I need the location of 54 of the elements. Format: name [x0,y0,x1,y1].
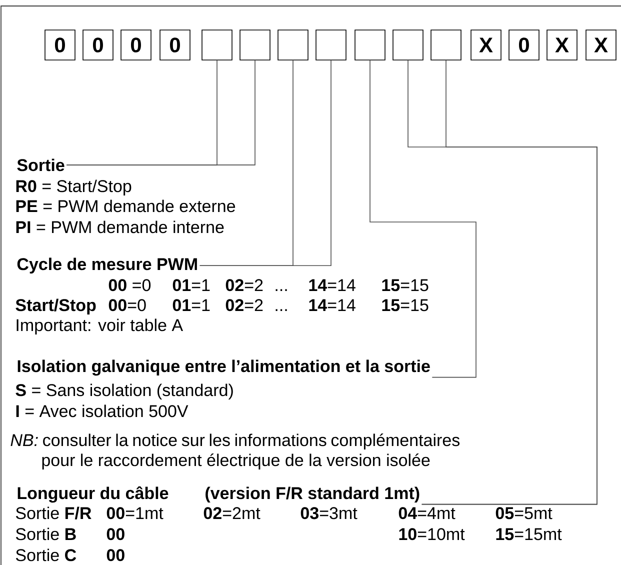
label-text: 15=15mt [496,528,562,540]
label-text: 14=14 [309,299,356,311]
section-heading: Sortie [17,158,64,172]
label-text: Sortie C [16,548,76,562]
code-box: 0 [508,30,540,60]
label-text: 02=2mt [204,507,260,520]
label-text: PE = PWM demande externe [16,200,236,212]
label-text: 04=4mt [398,507,456,520]
label-text: R0 = Start/Stop [16,180,132,196]
empty-box [240,30,270,60]
code-box: 0 [82,30,114,60]
label-text: 01=1 [172,279,210,292]
code-box: X [546,30,578,60]
label-text: PI = PWM demande interne [16,220,224,234]
empty-box [278,30,308,60]
code-box: 0 [120,30,152,60]
note-text: NB: consulter la notice sur les informations complémentaires pour le raccordement électrique de la version isolée [10,434,460,470]
label-text: 00 [106,528,124,540]
label-text: S = Sans isolation (standard) [16,384,233,400]
label-text: Start/Stop [16,298,96,315]
empty-box [202,30,232,60]
leader-line [370,60,476,378]
section-heading: Cycle de mesure PWM [17,258,197,274]
label-text: ... [276,289,287,291]
label-text: Sortie F/R [16,506,92,520]
code-box: 0 [160,30,190,60]
leader-line [66,60,256,166]
label-text: 15=15 [382,279,428,292]
label-text: 15=15 [382,299,428,312]
empty-box [316,30,346,60]
code-box: 0 [44,30,76,60]
section-heading: Isolation galvanique entre l’alimentation et la sortie [18,360,430,376]
label-text: Important: voir table A [16,318,184,335]
empty-box [430,30,462,60]
label-text: 02=2 [226,299,263,312]
code-box: X [586,30,616,60]
label-text: 02=2 [226,279,263,292]
label-text: 03=3mt [300,507,358,520]
section-heading: Longueur du câble (version F/R standard 1mt) [18,486,420,503]
label-text: 14=14 [309,279,356,291]
label-text: ... [276,309,287,311]
label-text: 00=1mt [106,507,164,520]
label-text: 00 =0 [108,279,151,292]
label-text: 01=1 [172,299,210,312]
label-text: 00 [106,549,124,562]
label-text: I = Avec isolation 500V [16,404,188,418]
label-text: Sortie B [16,528,76,540]
empty-box [354,30,386,60]
label-text: 05=5mt [496,507,552,520]
label-text: 00=0 [108,299,146,312]
leader-line [199,60,332,266]
label-text: 10=10mt [399,528,465,540]
code-box: X [470,30,502,60]
empty-box [392,30,424,60]
